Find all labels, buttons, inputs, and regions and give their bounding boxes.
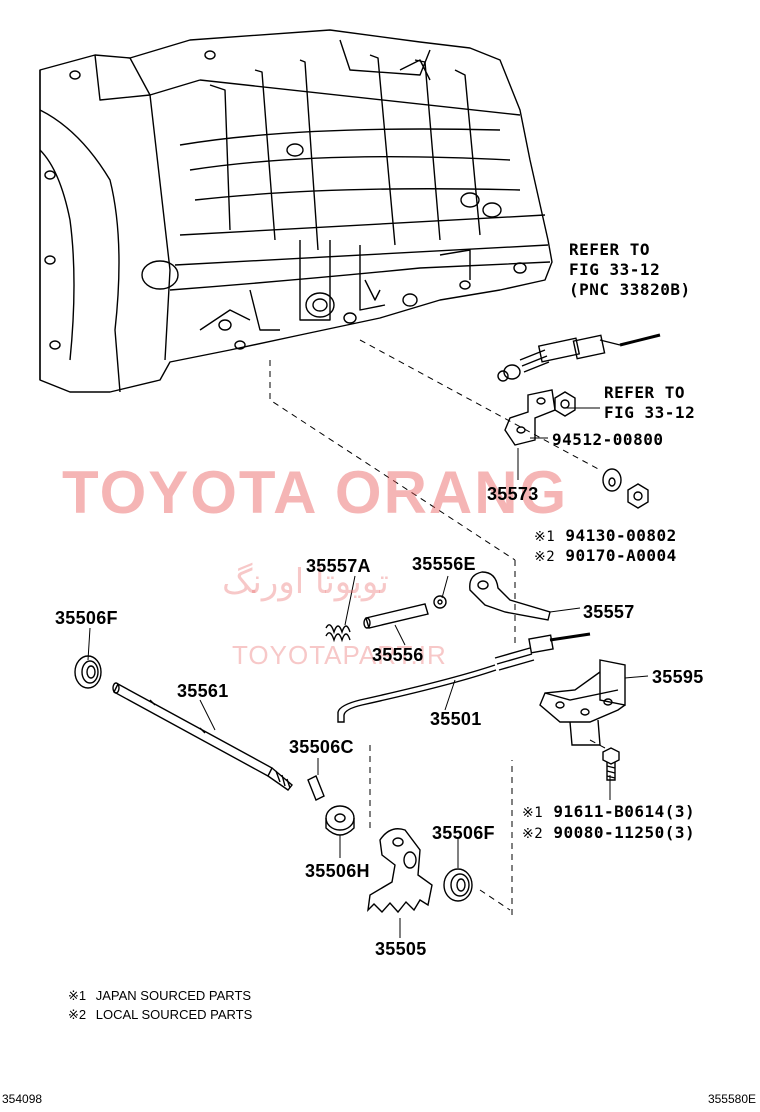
note-japan-text: JAPAN SOURCED PARTS [95, 988, 252, 1003]
seal-35506F-right [443, 868, 473, 902]
cable-35501 [337, 632, 591, 723]
seal-35506F-left [74, 655, 102, 689]
refer-lower-line1: REFER TO [604, 383, 686, 402]
part-90170: 90170-A0004 [565, 546, 677, 565]
mark-japan-2: ※1 [522, 805, 544, 821]
label-35557A: 35557A [306, 556, 371, 576]
mark-local: ※2 [534, 549, 556, 565]
refer-upper-line3: (PNC 33820B) [569, 280, 691, 299]
clip-94130 [602, 468, 622, 492]
part-94130: 94130-00802 [565, 526, 677, 545]
pin-35506C [307, 775, 325, 801]
label-35595: 35595 [652, 667, 704, 687]
solid-leaders [87, 407, 649, 938]
label-35506H: 35506H [305, 861, 370, 881]
note-local-mark: ※2 [68, 1007, 87, 1022]
label-35561: 35561 [177, 681, 229, 701]
mark-local-2: ※2 [522, 826, 544, 842]
shaft-35561 [112, 682, 293, 791]
collar-35506H [325, 805, 355, 836]
label-35556: 35556 [372, 645, 424, 665]
label-90080-11250: ※2 90080-11250(3) [522, 823, 696, 842]
nut-94512 [554, 391, 576, 417]
label-35506F-right: 35506F [432, 823, 495, 843]
label-94512-00800: 94512-00800 [552, 430, 664, 449]
footer-right-code: 355580E [707, 1092, 756, 1106]
note-local-sourced: ※2 LOCAL SOURCED PARTS [68, 1007, 252, 1023]
refer-lower-line2: FIG 33-12 [604, 403, 696, 422]
refer-upper-line1: REFER TO [569, 240, 651, 259]
label-35506F-left: 35506F [55, 608, 118, 628]
shift-cable-upper [497, 333, 661, 382]
label-35573: 35573 [487, 484, 539, 504]
lever-35557 [469, 571, 551, 621]
leader-lines [269, 339, 606, 915]
label-35557: 35557 [583, 602, 635, 622]
note-japan-mark: ※1 [68, 988, 87, 1003]
nut-90170 [627, 483, 649, 509]
label-35505: 35505 [375, 939, 427, 959]
label-90170-A0004: ※2 90170-A0004 [534, 546, 677, 565]
refer-upper-line2: FIG 33-12 [569, 260, 661, 279]
note-japan-sourced: ※1 JAPAN SOURCED PARTS [68, 988, 251, 1004]
label-35506C: 35506C [289, 737, 354, 757]
pin-35556 [363, 603, 429, 629]
washer-35556E [433, 595, 447, 609]
transmission-housing [39, 29, 553, 393]
note-local-text: LOCAL SOURCED PARTS [95, 1007, 253, 1022]
mark-japan: ※1 [534, 529, 556, 545]
spring-35557A [325, 624, 351, 643]
label-91611-B0614: ※1 91611-B0614(3) [522, 802, 696, 821]
bracket-35595 [539, 659, 626, 746]
label-35556E: 35556E [412, 554, 476, 574]
label-94130-00802: ※1 94130-00802 [534, 526, 677, 545]
footer-left-code: 354098 [2, 1092, 43, 1106]
part-91611: 91611-B0614(3) [553, 802, 696, 821]
bracket-35573 [504, 389, 556, 446]
part-90080: 90080-11250(3) [553, 823, 696, 842]
label-35501: 35501 [430, 709, 482, 729]
lever-35505 [367, 828, 433, 914]
bolt-91611 [602, 747, 620, 781]
